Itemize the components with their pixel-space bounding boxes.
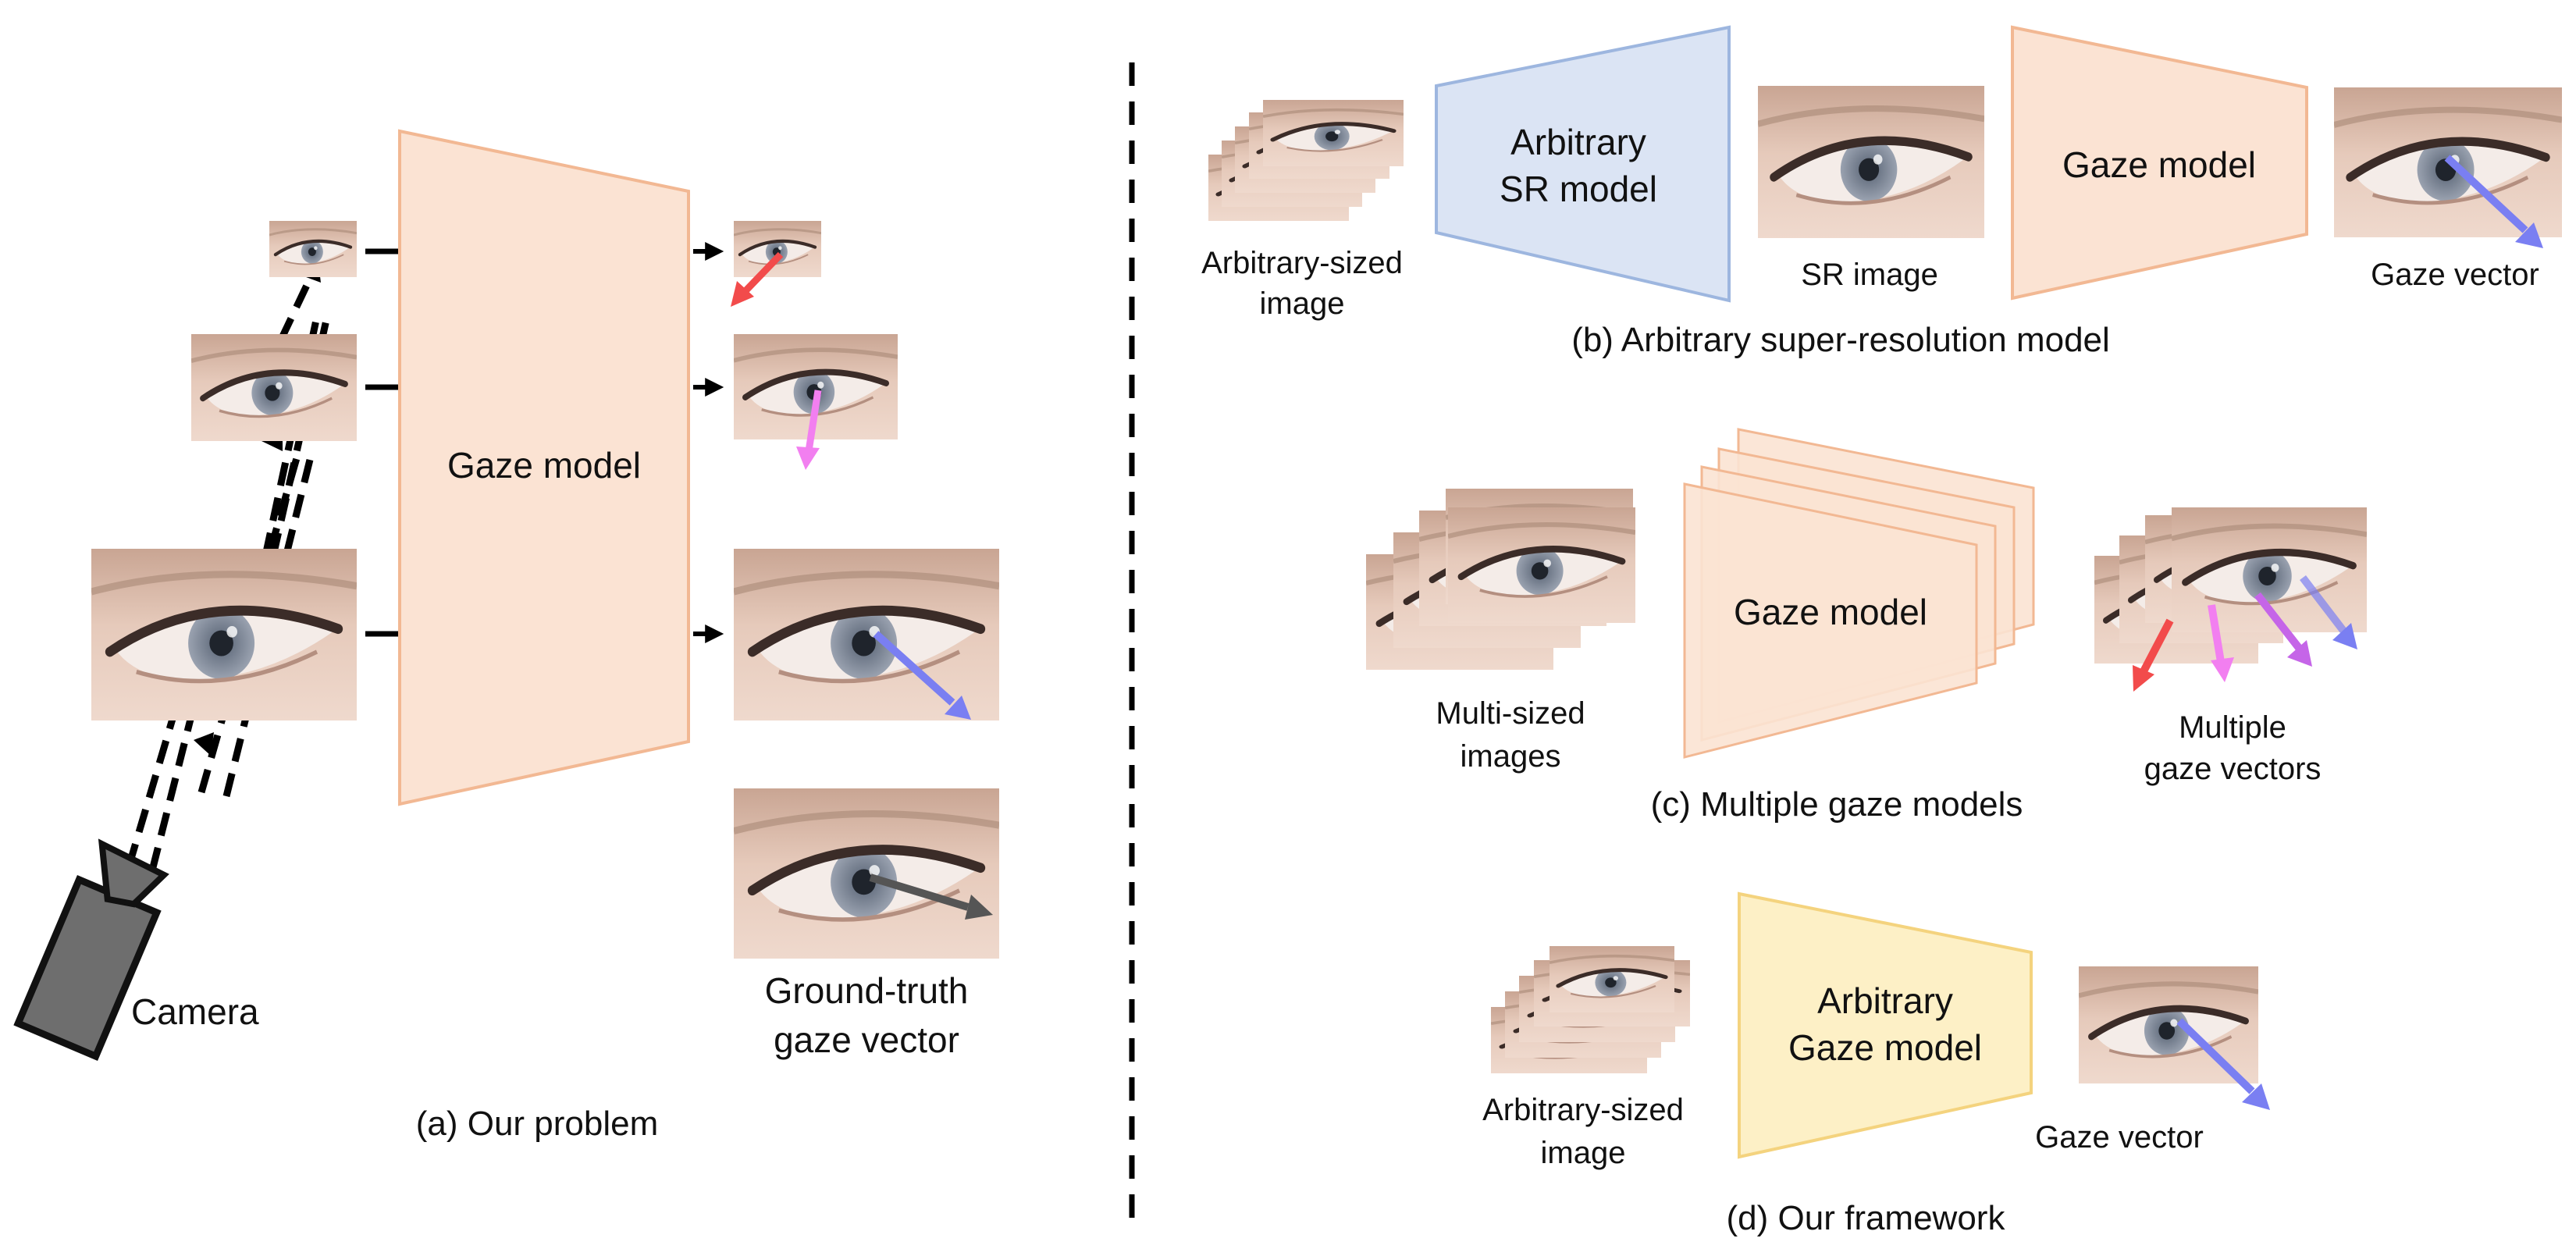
panel-b-caption: (b) Arbitrary super-resolution model bbox=[1571, 321, 2110, 359]
gaze-arrowhead-red bbox=[731, 281, 754, 307]
panel-d-our-framework: Arbitrary-sized image Arbitrary Gaze mod… bbox=[1482, 891, 2270, 1237]
gaze-arrowhead-blue-b bbox=[2515, 222, 2543, 248]
gaze-arrow-blue-a bbox=[873, 631, 955, 706]
gaze-model-block-b bbox=[2011, 25, 2308, 301]
c-output-label-line1: Multiple bbox=[2179, 710, 2286, 745]
gaze-arrowhead-pink-c bbox=[2211, 657, 2234, 682]
gaze-arrow-pink bbox=[805, 390, 822, 452]
stacked-input-images-c bbox=[1366, 489, 1635, 670]
gaze-arrow-blue-b bbox=[2444, 155, 2528, 233]
gaze-arrowhead-blue-c bbox=[2332, 623, 2357, 649]
eye-image-medium bbox=[191, 334, 357, 441]
gaze-model-stack-c bbox=[1683, 428, 2035, 759]
gaze-model-label-b: Gaze model bbox=[2062, 144, 2256, 185]
sr-image-label: SR image bbox=[1801, 258, 1938, 292]
panel-a-caption: (a) Our problem bbox=[416, 1105, 659, 1143]
stacked-input-images-b bbox=[1208, 100, 1404, 221]
output-connectors bbox=[693, 242, 724, 643]
b-output-label: Gaze vector bbox=[2371, 258, 2539, 292]
gaze-arrow-pink-c bbox=[2208, 604, 2225, 663]
b-input-label-line1: Arbitrary-sized bbox=[1201, 246, 1403, 280]
eye-image-small bbox=[269, 221, 357, 277]
ground-truth-gaze-arrowhead bbox=[965, 895, 993, 920]
gaze-arrow-red bbox=[737, 251, 784, 300]
ground-truth-eye bbox=[734, 788, 999, 959]
sr-model-label-line2: SR model bbox=[1500, 169, 1657, 209]
gaze-arrow-red-c bbox=[2139, 618, 2174, 675]
sr-image bbox=[1758, 86, 1984, 238]
sr-model-label-line1: Arbitrary bbox=[1510, 122, 1646, 162]
d-output-label: Gaze vector bbox=[2035, 1120, 2204, 1155]
gaze-arrow-blue-c bbox=[2300, 575, 2347, 634]
d-input-label-line1: Arbitrary-sized bbox=[1482, 1093, 1684, 1127]
gaze-model-block bbox=[398, 129, 690, 806]
gaze-model-label-c: Gaze model bbox=[1734, 592, 1927, 632]
c-output-label-line2: gaze vectors bbox=[2144, 752, 2322, 786]
panel-d-caption: (d) Our framework bbox=[1727, 1199, 2006, 1237]
sr-model-block bbox=[1435, 25, 1731, 303]
d-input-label-line2: image bbox=[1541, 1136, 1626, 1170]
panel-b-sr-model: Arbitrary-sized image Arbitrary SR model… bbox=[1201, 25, 2562, 359]
stacked-output-images-c bbox=[2094, 507, 2367, 664]
camera-icon bbox=[13, 838, 169, 1062]
gaze-arrow-blue-d bbox=[2176, 1018, 2255, 1094]
arrowhead-large-eye bbox=[194, 732, 214, 756]
gaze-arrowhead-pink bbox=[796, 447, 820, 470]
ground-truth-label-line1: Ground-truth bbox=[765, 970, 969, 1011]
c-input-label-line1: Multi-sized bbox=[1436, 696, 1585, 731]
panel-a-our-problem: Gaze model Ground-truth gaze vector Came… bbox=[13, 129, 999, 1143]
gaze-arrowhead-blue-d bbox=[2242, 1083, 2270, 1110]
stacked-input-images-d bbox=[1491, 946, 1690, 1073]
arbitrary-gaze-model-label-line1: Arbitrary bbox=[1817, 980, 1953, 1021]
output-eye-large bbox=[734, 549, 999, 721]
panel-c-caption: (c) Multiple gaze models bbox=[1651, 785, 2023, 824]
b-input-label-line2: image bbox=[1260, 286, 1345, 321]
input-connectors bbox=[365, 248, 398, 637]
arbitrary-gaze-model-block bbox=[1738, 891, 2033, 1159]
gaze-model-label: Gaze model bbox=[447, 445, 641, 486]
camera-label: Camera bbox=[131, 991, 259, 1032]
arbitrary-gaze-model-label-line2: Gaze model bbox=[1788, 1027, 1982, 1068]
gaze-arrowhead-red-c bbox=[2133, 665, 2154, 692]
panel-c-multiple-models: Multi-sized images Gaze model Multiple g… bbox=[1366, 428, 2367, 824]
ground-truth-gaze-arrow bbox=[869, 874, 970, 911]
output-eye-small bbox=[734, 221, 821, 277]
eye-image-large bbox=[91, 549, 357, 721]
gaze-arrowhead-magenta-c bbox=[2287, 640, 2312, 667]
c-input-label-line2: images bbox=[1461, 739, 1561, 774]
gaze-arrowhead-blue-a bbox=[945, 696, 971, 720]
ground-truth-label-line2: gaze vector bbox=[774, 1019, 959, 1060]
gaze-arrow-magenta-c bbox=[2254, 592, 2302, 651]
